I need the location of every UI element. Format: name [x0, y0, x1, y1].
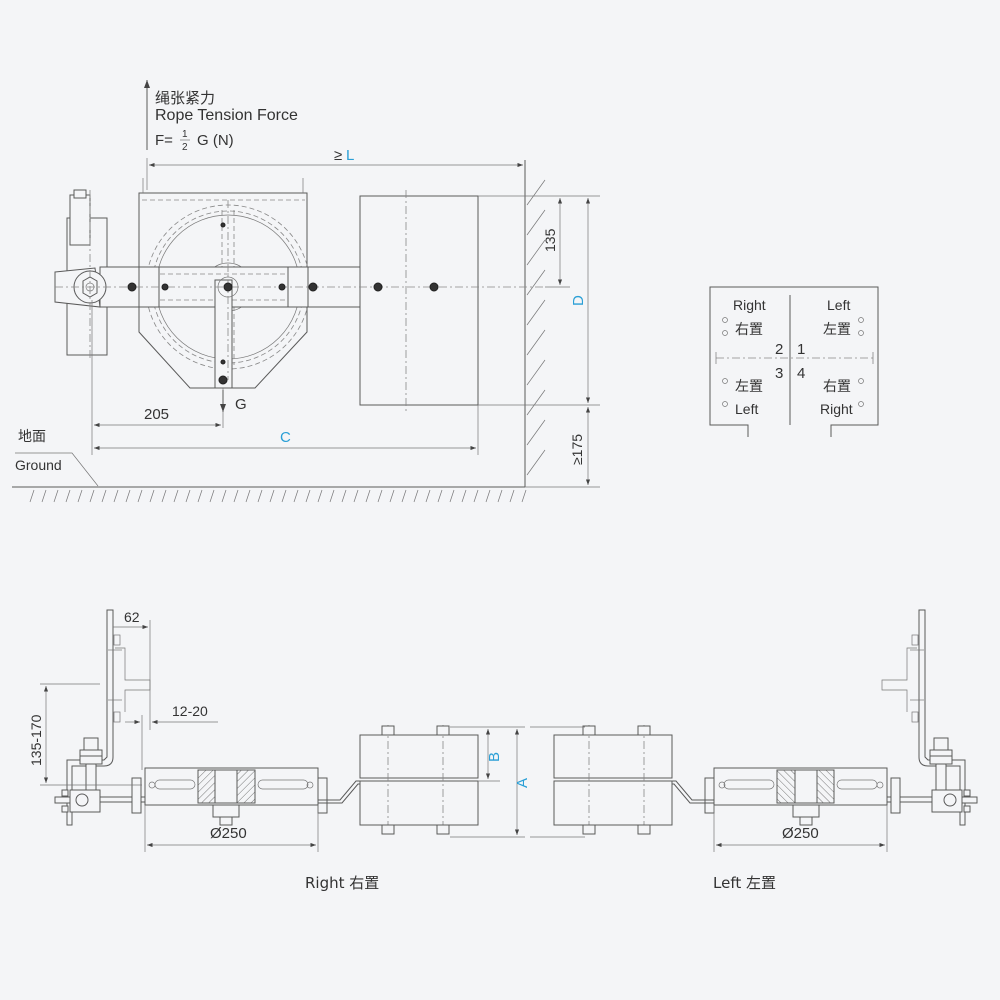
ground-hatch	[317, 489, 323, 503]
ground-hatch	[341, 489, 347, 503]
ground-hatch	[485, 489, 491, 503]
ground-hatch	[65, 489, 71, 503]
force-label-cn: 绳张紧力	[155, 90, 215, 107]
legend-bottom-left-en: Left	[735, 401, 758, 417]
ground-hatch	[173, 489, 179, 503]
ground-hatch	[137, 489, 143, 503]
force-label-en: Rope Tension Force	[155, 107, 298, 124]
ground-hatch	[461, 489, 467, 503]
tensioner	[69, 194, 91, 246]
ground-hatch	[197, 489, 203, 503]
ground-hatch	[41, 489, 47, 503]
ground-hatch	[449, 489, 455, 503]
ground-hatch	[305, 489, 311, 503]
ground-hatch	[353, 489, 359, 503]
side-view-left	[553, 609, 978, 836]
mounting-legend: Right 右置 Left 左置 2 1 3 4 左置 Left 右置 Righ…	[709, 286, 879, 437]
wall	[524, 160, 546, 487]
dim-62: 62	[124, 609, 140, 625]
bolts	[127, 222, 439, 385]
ground-hatch	[185, 489, 191, 503]
ground-hatch	[329, 489, 335, 503]
legend-quadrant-1: 1	[797, 341, 805, 358]
dim-C: C	[280, 429, 291, 446]
front-view: 绳张紧力 Rope Tension Force F= 1 2 G (N) ≥ L	[12, 80, 600, 503]
ground-hatch	[521, 489, 527, 503]
counterweight	[359, 195, 479, 406]
legend-quadrant-2: 2	[775, 341, 783, 358]
dim-250-right: Ø250	[210, 825, 247, 842]
legend-top-right-en: Left	[827, 297, 850, 313]
ground-hatch	[53, 489, 59, 503]
ground-hatch	[29, 489, 35, 503]
legend-bottom-right-cn: 右置	[823, 378, 851, 394]
dim-135-170: 135-170	[28, 714, 44, 766]
ground-label-en: Ground	[15, 457, 62, 473]
dim-135: 135	[542, 228, 558, 252]
legend-top-left-cn: 右置	[735, 321, 763, 337]
force-formula-prefix: F=	[155, 132, 173, 149]
ground-hatch	[221, 489, 227, 503]
force-formula-num: 1	[182, 129, 188, 140]
legend-bottom-right-en: Right	[820, 401, 853, 417]
dim-175: ≥175	[569, 434, 585, 465]
ground-hatch	[401, 489, 407, 503]
dim-L: L	[346, 147, 354, 164]
dim-205: 205	[144, 406, 169, 423]
ground-hatch	[437, 489, 443, 503]
caption-right: Right 右置	[305, 874, 379, 892]
ground-hatch	[365, 489, 371, 503]
dim-12-20: 12-20	[172, 703, 208, 719]
ground-label-cn: 地面	[18, 428, 46, 444]
legend-top-right-cn: 左置	[823, 321, 851, 337]
dim-250-left: Ø250	[782, 825, 819, 842]
ground-hatch	[149, 489, 155, 503]
weight-label: G	[235, 396, 247, 413]
legend-top-left-en: Right	[733, 297, 766, 313]
ground-hatch	[377, 489, 383, 503]
legend-quadrant-3: 3	[775, 365, 783, 382]
caption-left: Left 左置	[713, 874, 776, 892]
legend-quadrant-4: 4	[797, 365, 805, 382]
side-view-right	[54, 609, 479, 835]
ground-hatch	[209, 489, 215, 503]
ground-hatch	[473, 489, 479, 503]
side-view-dimensions: 62 12-20 135-170 Ø250 B A Ø250 Right 右置 …	[28, 609, 888, 892]
dim-B: B	[486, 752, 503, 762]
ground-hatch	[101, 489, 107, 503]
dim-A: A	[514, 778, 531, 788]
dim-L-prefix: ≥	[334, 147, 342, 164]
ground-hatch	[281, 489, 287, 503]
ground-hatch	[233, 489, 239, 503]
legend-bottom-left-cn: 左置	[735, 378, 763, 394]
ground-hatch	[77, 489, 83, 503]
ground-hatch	[413, 489, 419, 503]
ground-hatch	[269, 489, 275, 503]
ground-hatch	[497, 489, 503, 503]
ground-hatch	[425, 489, 431, 503]
ground-hatch	[89, 489, 95, 503]
dim-D: D	[570, 295, 587, 306]
ground-hatch	[125, 489, 131, 503]
ground-line	[12, 486, 527, 503]
ground-hatch	[113, 489, 119, 503]
ground-hatch	[257, 489, 263, 503]
ground-hatch	[245, 489, 251, 503]
ground-hatch	[293, 489, 299, 503]
force-formula-den: 2	[182, 142, 188, 153]
ground-hatch	[509, 489, 515, 503]
ground-hatch	[161, 489, 167, 503]
ground-hatch	[389, 489, 395, 503]
force-formula-suffix: G (N)	[197, 132, 234, 149]
